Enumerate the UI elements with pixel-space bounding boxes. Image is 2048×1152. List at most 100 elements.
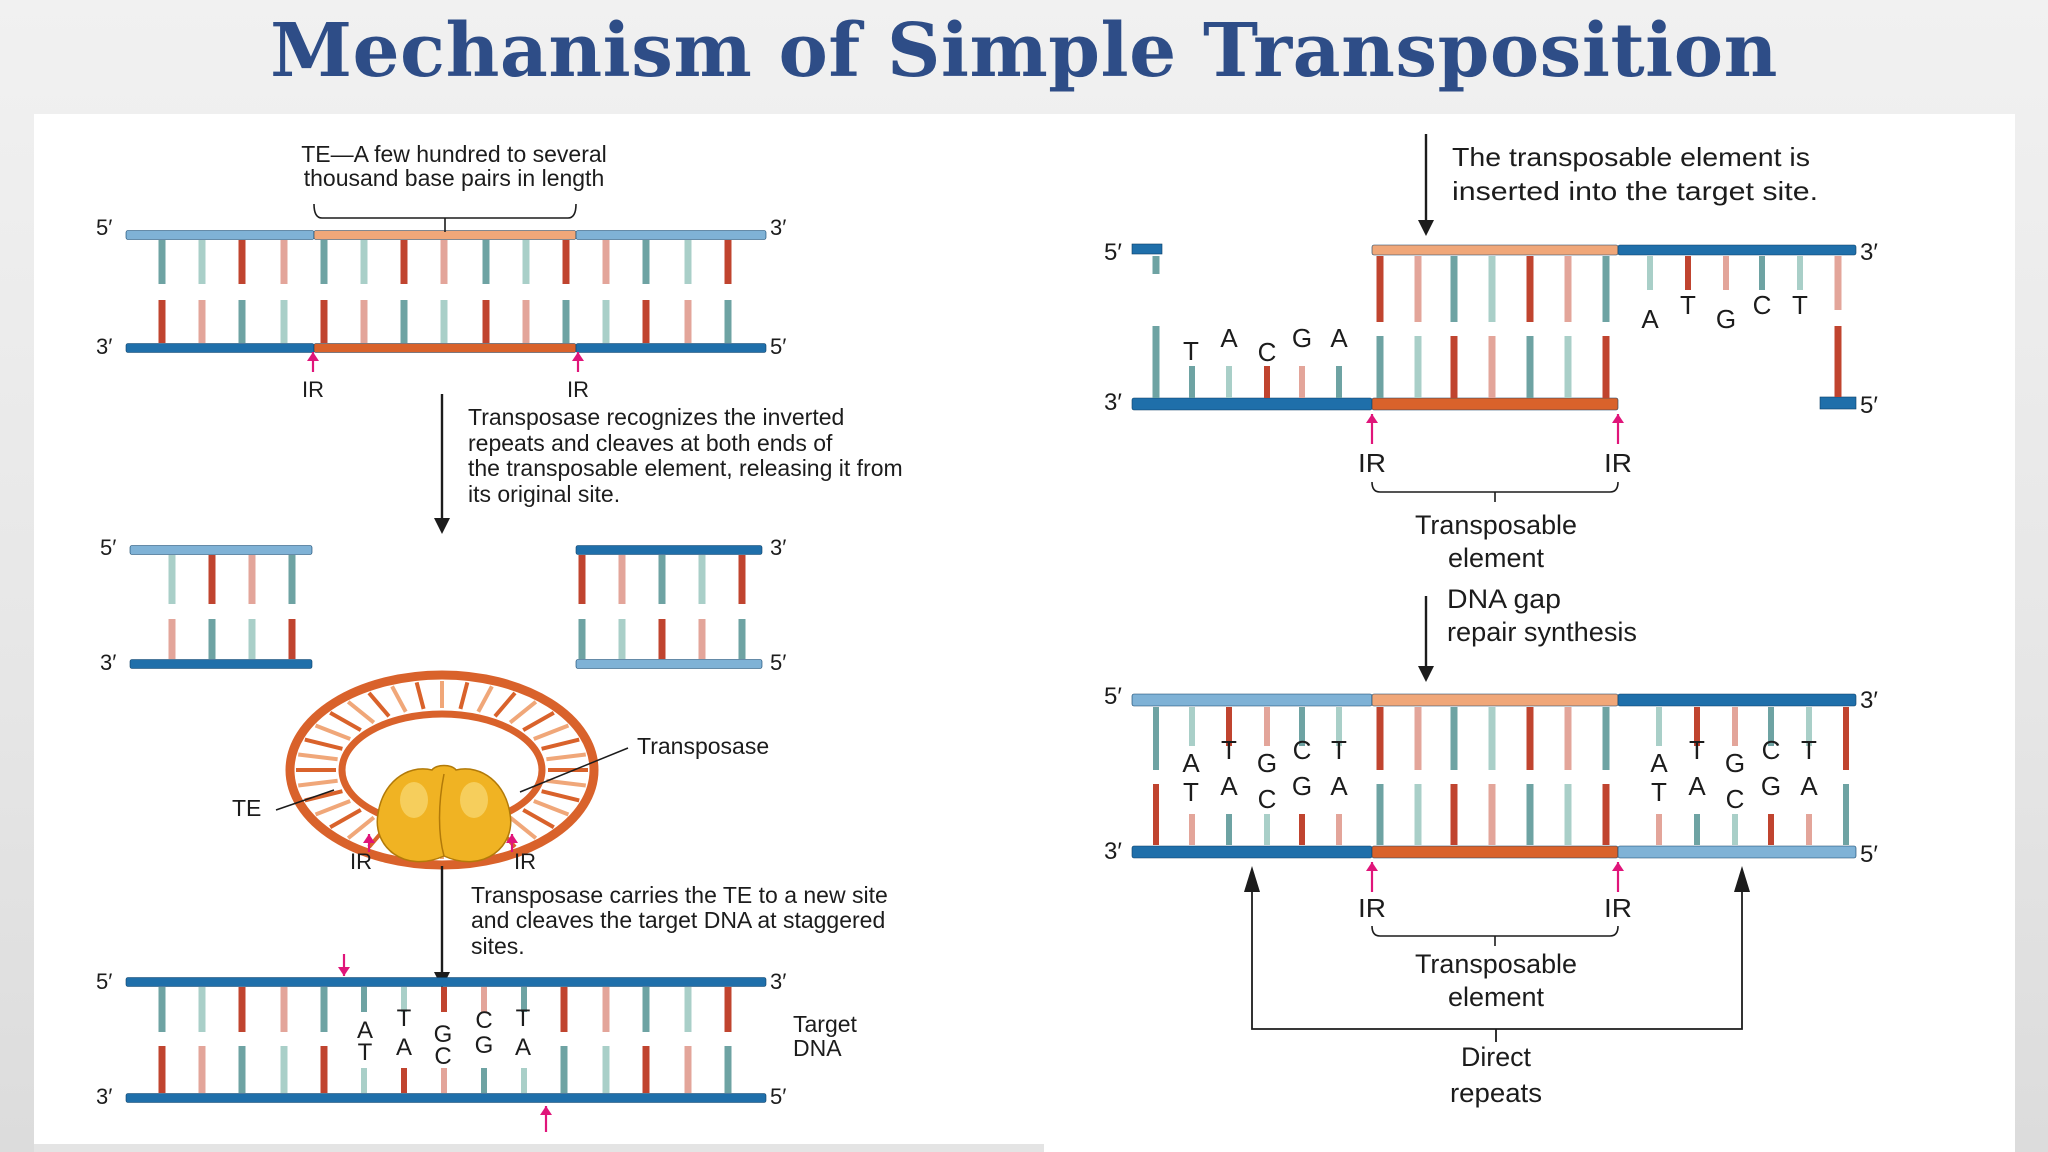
te-length-bracket [313, 203, 577, 232]
s5-rb-base-3: C [1726, 784, 1745, 814]
step3-base-stub-bottom-0 [361, 1068, 367, 1093]
step2-right-3-label: 3′ [770, 535, 786, 560]
step4-te-rung-top-2 [1450, 256, 1458, 322]
step5-te-rung-bottom-6 [1602, 784, 1610, 845]
te-circle-rung-20 [304, 737, 343, 751]
step4-te-rung-bottom-5 [1564, 336, 1572, 398]
te-circle-outer [285, 670, 599, 870]
step1-rung-bottom-2 [238, 300, 246, 343]
step4-te-rung-top-3 [1488, 256, 1496, 322]
step5-bottom-5-label: 5′ [1860, 841, 1878, 868]
step3-base-stub-top-1 [401, 987, 407, 1012]
step4-te-label-line1: Transposable [1415, 510, 1577, 540]
step5-ir-right-arrow-head [1612, 862, 1624, 871]
step5-left-rung-top-1 [1189, 707, 1195, 746]
step3-base-stub-top-4 [521, 987, 527, 1012]
step5-left-rung-top-4 [1299, 707, 1305, 746]
s4-right-base-3: G [1716, 304, 1736, 334]
step5-left-rung-top-5 [1336, 707, 1342, 746]
te-circle-rung-25 [390, 685, 408, 713]
s5-lb-base-2: A [1220, 771, 1238, 801]
step5-left-rung-top-3 [1264, 707, 1270, 746]
step3-cut-top-arrow-head [338, 967, 350, 976]
step5-bottom-strand-te [1371, 845, 1619, 859]
step1-rung-bottom-3 [280, 300, 288, 343]
step2-left-rung-top-3 [288, 555, 296, 604]
step1-rung-top-0 [158, 240, 166, 284]
s3-top-base-4: C [475, 1007, 492, 1034]
step5-left-rung-top-2 [1226, 707, 1232, 746]
step5-te-rung-top-3 [1488, 707, 1496, 770]
te-circle-rung-21 [314, 723, 351, 741]
step1-top-strand-left [125, 230, 315, 240]
step1-rung-top-3 [280, 240, 288, 284]
step1-text-line2: repeats and cleaves at both ends of [468, 430, 833, 456]
step3-base-stub-top-0 [361, 987, 367, 1012]
step5-te-rung-top-0 [1376, 707, 1384, 770]
step5-left-rung-bottom-3 [1264, 814, 1270, 845]
slide-title: Mechanism of Simple Transposition [270, 8, 1778, 94]
step1-rung-top-14 [724, 240, 732, 284]
step3-rung-bottom-14 [724, 1046, 732, 1093]
direct-repeats-arrow-right-head [1734, 866, 1750, 892]
step1-bottom-strand-te [313, 343, 577, 353]
step4-bottom-3-label: 3′ [1104, 389, 1122, 416]
step3-rung-top-12 [642, 987, 650, 1032]
s5-lt-base-1: A [1182, 748, 1200, 778]
te-circle-rung-31 [508, 700, 538, 725]
step5-top-5-label: 5′ [1104, 683, 1122, 710]
step2-left-rung-bottom-3 [288, 619, 296, 659]
te-circle-rung-17 [297, 778, 338, 788]
step1-bottom-5-label: 5′ [770, 334, 786, 359]
step4-right-long-rung-top [1834, 256, 1842, 310]
step5-te-bracket [1371, 925, 1619, 946]
step1-rung-bottom-11 [602, 300, 610, 343]
s5-lt-base-5: T [1331, 735, 1347, 765]
s4-left-base-5: A [1330, 323, 1348, 353]
s5-lb-base-5: A [1330, 771, 1348, 801]
direct-repeats-label-line2: repeats [1450, 1078, 1542, 1108]
step3-rung-top-3 [280, 987, 288, 1032]
step5-te-rung-top-1 [1414, 707, 1422, 770]
te-circle-rung-15 [314, 799, 351, 817]
step2-left-3-label: 3′ [100, 650, 116, 675]
s4-right-base-4: C [1753, 290, 1772, 320]
step5-ir-right-label: IR [1604, 893, 1632, 923]
transposition-diagram: TE—A few hundred to several thousand bas… [34, 134, 1878, 1152]
te-circle-rung-3 [533, 799, 570, 817]
step4-top-strand-right [1617, 244, 1857, 256]
step5-right-rung-bottom-0 [1656, 814, 1662, 845]
s5-rb-base-1: T [1651, 777, 1667, 807]
step1-rung-top-10 [562, 240, 570, 284]
s5-lt-base-3: G [1257, 748, 1277, 778]
step5-right-rung-top-3 [1768, 707, 1774, 746]
step5-bottom-strand-right [1617, 845, 1857, 859]
s5-lb-base-4: G [1292, 771, 1312, 801]
left-bottom-edge [34, 1144, 1044, 1152]
transposase-highlight-right [460, 782, 488, 818]
step5-ir-left-label: IR [1358, 893, 1386, 923]
step4-left-base-rung-0 [1189, 366, 1195, 398]
step2-left-rung-top-0 [168, 555, 176, 604]
s5-rb-base-5: A [1800, 771, 1818, 801]
step1-text-line1: Transposase recognizes the inverted [468, 404, 844, 430]
transposase-highlight-left [400, 782, 428, 818]
step3-top-3-label: 3′ [770, 969, 786, 994]
te-circle-rung-30 [493, 691, 517, 718]
step2-right-rung-top-3 [698, 555, 706, 604]
step1-rung-bottom-14 [724, 300, 732, 343]
step1-rung-top-11 [602, 240, 610, 284]
step1-bottom-strand-left [125, 343, 315, 353]
step1-rung-bottom-4 [320, 300, 328, 343]
s4-left-base-4: G [1292, 323, 1312, 353]
step1-rung-top-6 [400, 240, 408, 284]
step3-rung-top-4 [320, 987, 328, 1032]
s4-left-base-3: C [1258, 337, 1277, 367]
step1-ir-left-label: IR [302, 377, 324, 402]
step3-rung-bottom-12 [642, 1046, 650, 1093]
step3-rung-top-11 [602, 987, 610, 1032]
te-circle-rung-23 [346, 700, 376, 725]
step4-te-rung-bottom-0 [1376, 336, 1384, 398]
step1-rung-bottom-10 [562, 300, 570, 343]
step5-right-rung-top-4 [1806, 707, 1812, 746]
